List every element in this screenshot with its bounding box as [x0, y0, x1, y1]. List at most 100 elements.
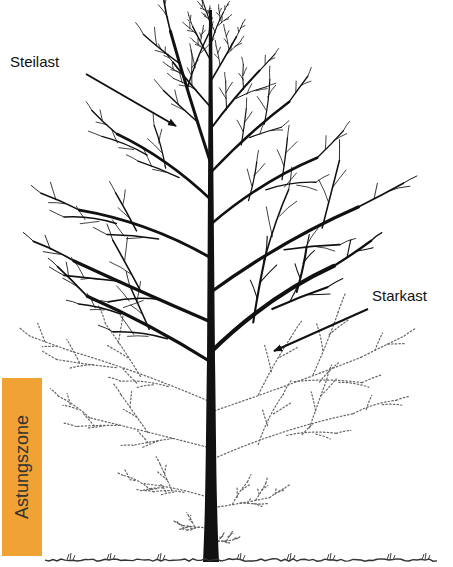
branch	[332, 170, 346, 188]
branch	[229, 15, 232, 18]
branch	[325, 136, 327, 150]
branch	[215, 54, 219, 58]
branch	[202, 2, 203, 7]
branch	[371, 233, 382, 241]
removed-branch	[145, 491, 154, 492]
branch	[216, 46, 220, 65]
branch	[58, 267, 88, 297]
branch	[218, 47, 221, 53]
removed-branch	[187, 527, 199, 530]
branch	[319, 180, 329, 203]
removed-branch	[130, 392, 132, 408]
branch	[339, 140, 340, 161]
branch	[284, 173, 296, 187]
branch	[158, 5, 167, 18]
grass-tuft	[287, 553, 295, 560]
removed-branch	[38, 323, 45, 341]
removed-branch	[41, 350, 56, 359]
branch	[90, 309, 104, 311]
branch	[117, 286, 130, 301]
removed-branch	[142, 488, 163, 491]
removed-branch	[89, 418, 210, 448]
removed-branch	[160, 464, 171, 490]
branch	[200, 8, 204, 10]
branch	[279, 201, 296, 216]
removed-branch	[283, 381, 291, 395]
removed-branch	[263, 410, 268, 426]
removed-branch	[218, 534, 223, 541]
branch	[163, 62, 168, 65]
branch	[110, 181, 116, 192]
removed-branch	[88, 426, 104, 428]
removed-branch	[70, 364, 94, 368]
branch	[202, 13, 204, 14]
removed-branch	[136, 489, 142, 491]
branch	[159, 129, 162, 143]
removed-branch	[113, 383, 121, 394]
removed-branch	[122, 368, 137, 384]
branch	[305, 228, 318, 248]
branch	[173, 78, 196, 90]
removed-branch	[117, 473, 123, 476]
removed-branch	[313, 313, 338, 375]
removed-branch	[181, 526, 190, 529]
branch	[295, 264, 300, 278]
removed-branch	[185, 527, 188, 528]
removed-branch	[107, 377, 121, 381]
pruning-zone-band: Astungszone	[2, 378, 42, 556]
branch	[64, 275, 120, 281]
branch	[50, 182, 55, 200]
branch	[308, 67, 311, 76]
removed-branch	[161, 492, 173, 495]
branch	[126, 155, 138, 161]
branch	[49, 203, 65, 204]
removed-branch	[309, 380, 326, 428]
branch	[264, 190, 289, 262]
removed-branch	[211, 498, 270, 508]
branch	[197, 39, 198, 45]
removed-branch	[223, 532, 224, 534]
branch	[225, 30, 229, 50]
branch	[243, 19, 245, 23]
branch	[211, 71, 259, 128]
branch	[198, 2, 200, 4]
removed-branch	[237, 487, 238, 497]
branch	[144, 35, 181, 65]
removed-branch	[178, 528, 181, 529]
removed-branch	[144, 485, 151, 490]
removed-branch	[228, 535, 229, 538]
branch	[334, 134, 347, 141]
removed-branch	[247, 475, 250, 482]
removed-branches	[20, 294, 417, 543]
branch	[66, 300, 78, 304]
branch	[202, 30, 205, 34]
branch	[244, 112, 252, 123]
branch	[282, 138, 287, 180]
branch	[128, 335, 149, 337]
removed-branch	[142, 441, 158, 448]
branch	[79, 304, 121, 314]
branch	[187, 12, 189, 16]
branch	[123, 300, 143, 307]
branch	[43, 252, 60, 255]
branch	[284, 245, 340, 250]
removed-branch	[67, 394, 70, 405]
branch	[250, 280, 257, 299]
branch	[272, 287, 327, 309]
branch	[33, 241, 73, 261]
branch	[192, 60, 198, 67]
branch	[301, 81, 311, 85]
branch	[64, 217, 116, 224]
branch	[161, 49, 173, 62]
removed-branch	[316, 323, 323, 351]
branch	[265, 55, 266, 64]
removed-branch	[226, 533, 231, 541]
branch	[225, 72, 226, 81]
branch	[165, 47, 166, 54]
branch	[358, 183, 403, 207]
grass-tuft	[67, 553, 75, 560]
branch	[108, 298, 161, 302]
branch	[236, 23, 242, 37]
branch	[224, 4, 228, 13]
branch	[275, 48, 279, 54]
